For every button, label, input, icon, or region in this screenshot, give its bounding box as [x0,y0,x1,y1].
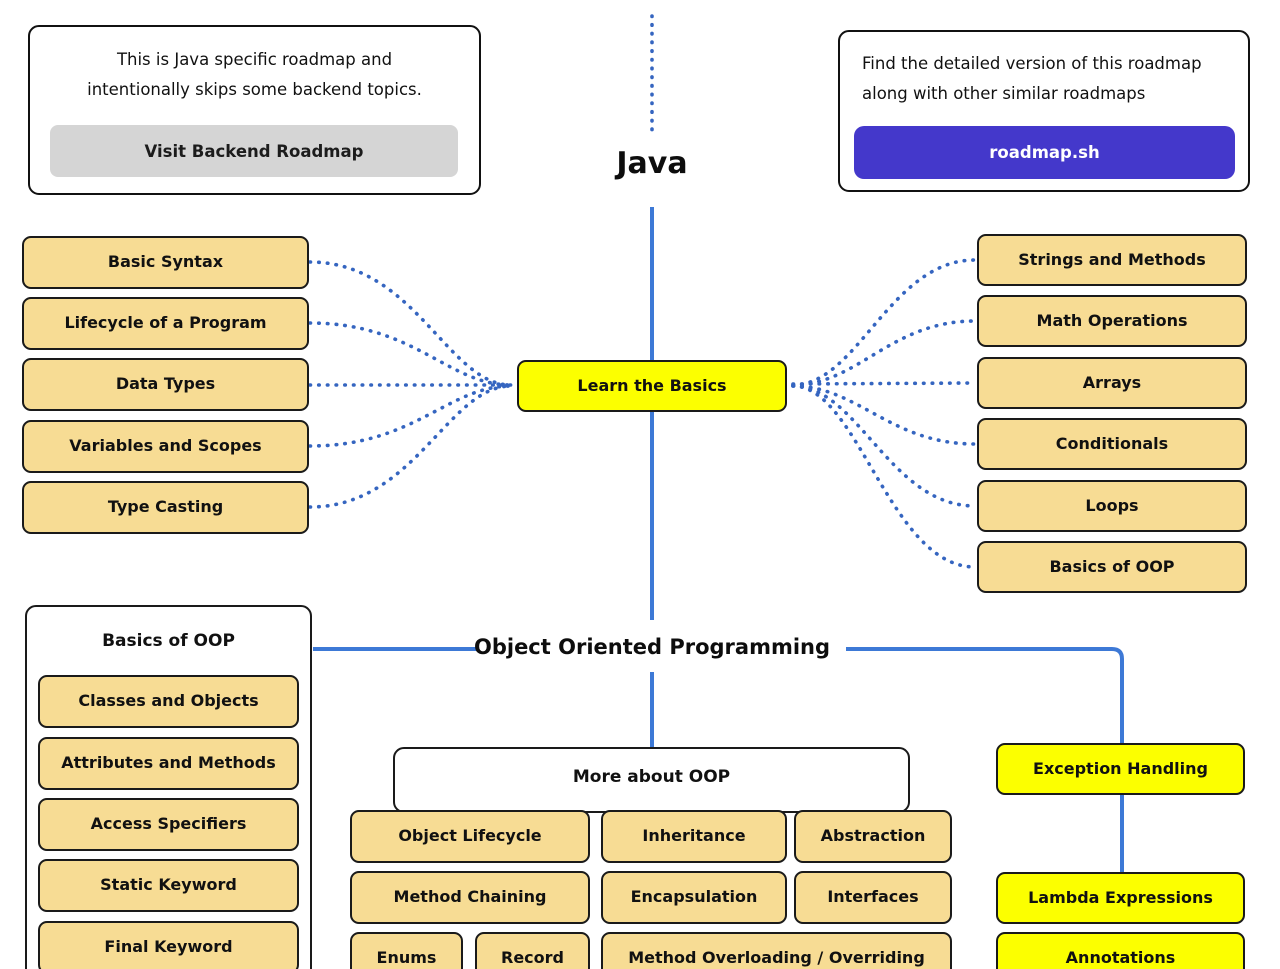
topic-final-keyword[interactable]: Final Keyword [38,921,299,969]
topic-object-lifecycle[interactable]: Object Lifecycle [350,810,590,863]
backend-note-line2: intentionally skips some backend topics. [87,80,422,99]
topic-classes-and-objects[interactable]: Classes and Objects [38,675,299,728]
roadmap-sh-button[interactable]: roadmap.sh [854,126,1235,179]
topic-loops[interactable]: Loops [977,480,1247,532]
topic-variables-and-scopes[interactable]: Variables and Scopes [22,420,309,473]
topic-method-chaining[interactable]: Method Chaining [350,871,590,924]
basics-of-oop-group-title: Basics of OOP [102,631,235,651]
topic-strings-and-methods[interactable]: Strings and Methods [977,234,1247,286]
topic-attributes-and-methods[interactable]: Attributes and Methods [38,737,299,790]
topic-exception-handling[interactable]: Exception Handling [996,743,1245,795]
oop-right-connector [846,647,1124,744]
topic-conditionals[interactable]: Conditionals [977,418,1247,470]
topic-annotations[interactable]: Annotations [996,932,1245,969]
detail-note-line2: along with other similar roadmaps [862,84,1146,103]
backend-note-card: This is Java specific roadmap and intent… [28,25,481,195]
backend-note-line1: This is Java specific roadmap and [116,50,393,69]
topic-lifecycle-of-a-program[interactable]: Lifecycle of a Program [22,297,309,350]
topic-record[interactable]: Record [475,932,590,969]
topic-learn-the-basics[interactable]: Learn the Basics [517,360,787,412]
topic-inheritance[interactable]: Inheritance [601,810,787,863]
topic-method-overloading-overriding[interactable]: Method Overloading / Overriding [601,932,952,969]
topic-basic-syntax[interactable]: Basic Syntax [22,236,309,289]
topic-access-specifiers[interactable]: Access Specifiers [38,798,299,851]
topic-type-casting[interactable]: Type Casting [22,481,309,534]
topic-enums[interactable]: Enums [350,932,463,969]
topic-static-keyword[interactable]: Static Keyword [38,859,299,912]
topic-interfaces[interactable]: Interfaces [794,871,952,924]
topic-lambda-expressions[interactable]: Lambda Expressions [996,872,1245,924]
visit-backend-roadmap-button[interactable]: Visit Backend Roadmap [50,125,458,177]
oop-heading: Object Oriented Programming [473,635,831,659]
topic-math-operations[interactable]: Math Operations [977,295,1247,347]
more-about-oop-group-title: More about OOP [572,767,731,787]
topic-arrays[interactable]: Arrays [977,357,1247,409]
topic-data-types[interactable]: Data Types [22,358,309,411]
more-about-oop-group [393,747,910,813]
page-title: Java [616,146,688,181]
detail-note-card: Find the detailed version of this roadma… [838,30,1250,192]
topic-basics-of-oop[interactable]: Basics of OOP [977,541,1247,593]
detail-note-line1: Find the detailed version of this roadma… [862,54,1202,73]
topic-encapsulation[interactable]: Encapsulation [601,871,787,924]
topic-abstraction[interactable]: Abstraction [794,810,952,863]
